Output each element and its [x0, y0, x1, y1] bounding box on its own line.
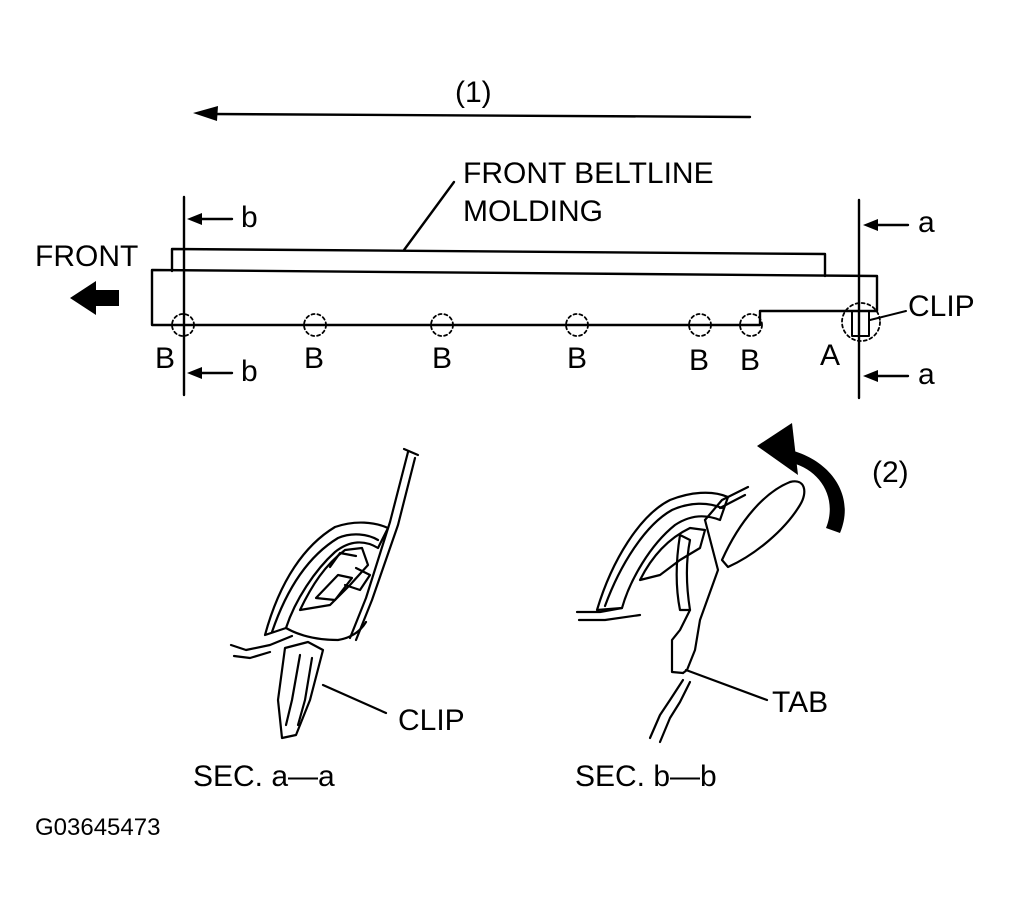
- clip-b-label: B: [740, 344, 761, 377]
- molding-leader: [402, 180, 456, 252]
- clip-b-label: B: [304, 342, 325, 375]
- clip-b-label: B: [432, 342, 453, 375]
- section-aa-caption: SEC. a—a: [193, 760, 335, 793]
- clip-a-marker: [841, 302, 907, 342]
- section-aa-drawing: [229, 447, 420, 740]
- clip-b-label: B: [155, 342, 176, 375]
- section-a-label-bottom: a: [918, 358, 935, 391]
- rotation-arrow-icon: [757, 423, 845, 533]
- section-line-b: [182, 195, 234, 397]
- clip-label-top: CLIP: [908, 290, 975, 323]
- front-arrow-icon: [70, 281, 119, 315]
- section-b-label-top: b: [241, 201, 258, 234]
- step-1-label: (1): [455, 76, 492, 109]
- clip-b-label: B: [689, 344, 710, 377]
- molding-body: [150, 247, 879, 327]
- step-2-label: (2): [872, 456, 909, 489]
- direction-arrow-1: [193, 106, 752, 121]
- section-bb-drawing: [575, 480, 806, 744]
- section-b-label-bottom: b: [241, 355, 258, 388]
- molding-label-line1: FRONT BELTLINE: [463, 157, 714, 190]
- clip-b-label: B: [567, 342, 588, 375]
- section-line-a: [857, 198, 910, 400]
- section-bb-caption: SEC. b—b: [575, 760, 717, 793]
- front-label: FRONT: [35, 240, 139, 273]
- clip-a-label: A: [820, 339, 841, 372]
- figure-code: G03645473: [35, 814, 161, 841]
- clip-b-markers: [171, 313, 763, 337]
- molding-label-line2: MOLDING: [463, 195, 604, 228]
- tab-label: TAB: [772, 686, 829, 719]
- clip-sec-label: CLIP: [398, 704, 465, 737]
- section-a-label-top: a: [918, 206, 935, 239]
